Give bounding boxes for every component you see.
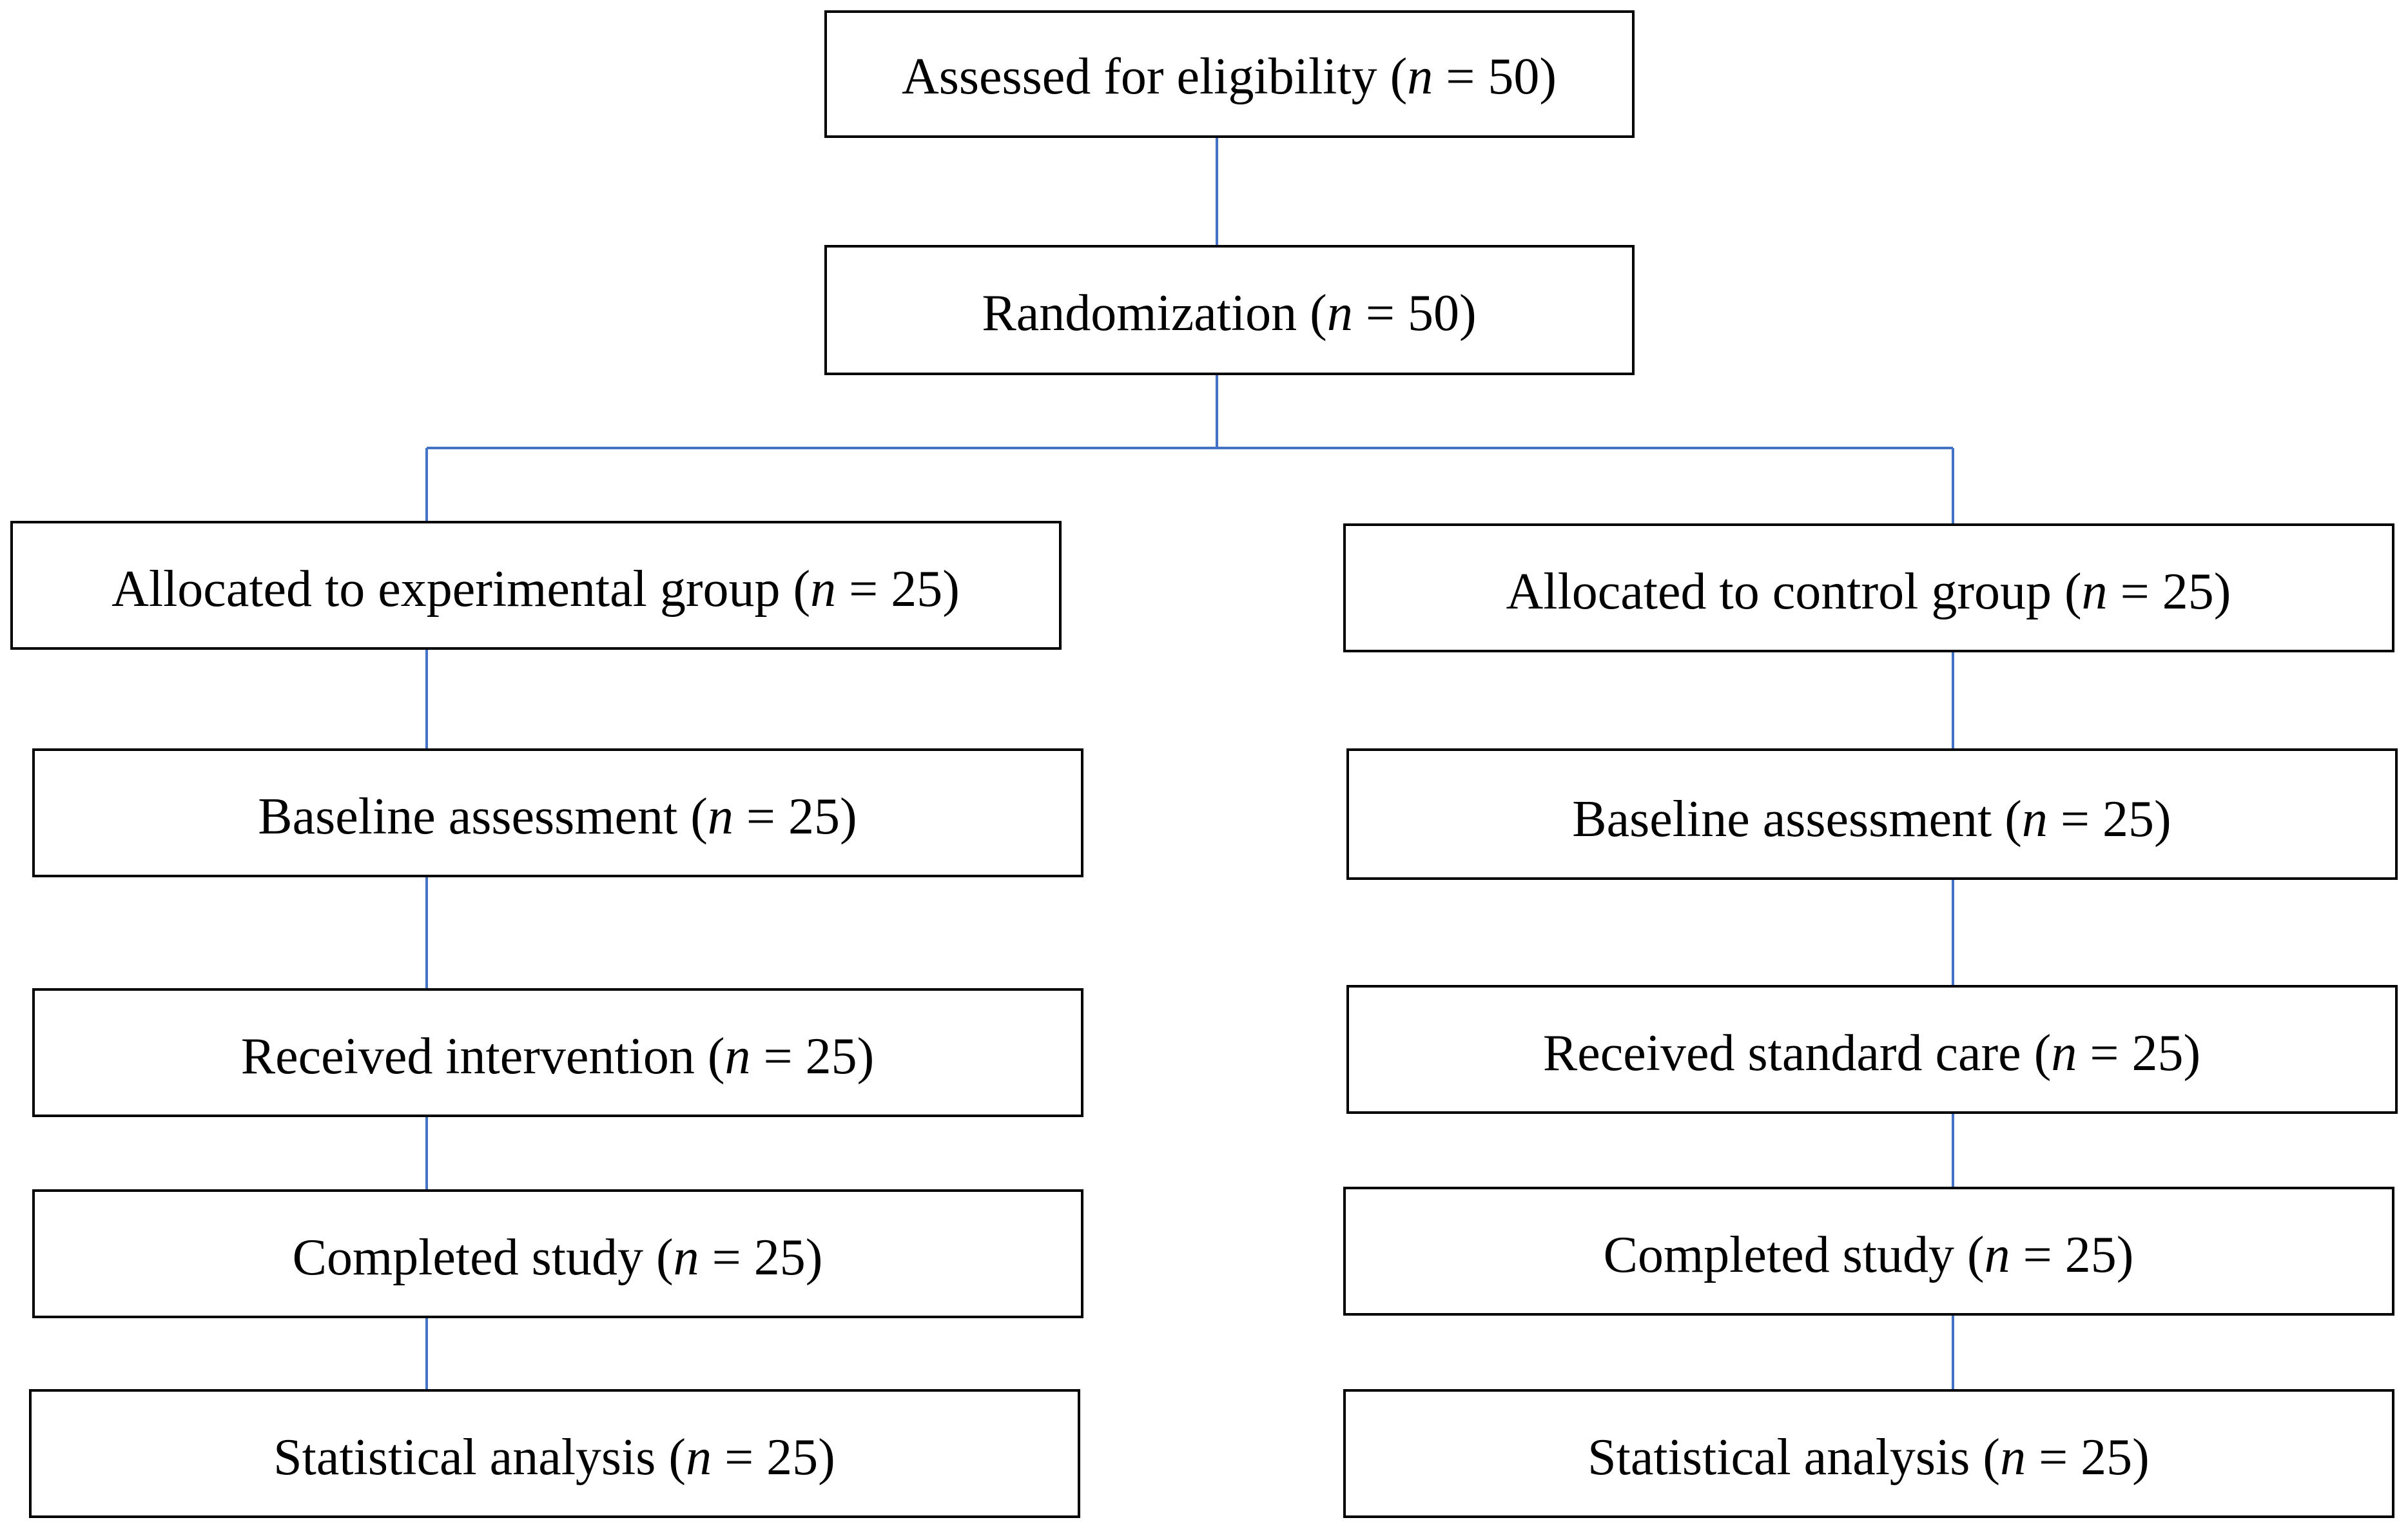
box-assessed: Assessed for eligibility (n = 50) <box>824 10 1635 138</box>
box-exp-baseline: Baseline assessment (n = 25) <box>32 748 1083 877</box>
box-assessed-text: Assessed for eligibility (n = 50) <box>902 48 1557 105</box>
box-ctl-completed: Completed study (n = 25) <box>1343 1187 2394 1316</box>
box-exp-completed-text: Completed study (n = 25) <box>293 1229 823 1286</box>
box-randomization: Randomization (n = 50) <box>824 245 1635 375</box>
box-ctl-baseline: Baseline assessment (n = 25) <box>1346 748 2398 880</box>
box-ctl-allocated-text: Allocated to control group (n = 25) <box>1506 563 2231 620</box>
box-exp-allocated: Allocated to experimental group (n = 25) <box>10 521 1062 650</box>
box-exp-intervention: Received intervention (n = 25) <box>32 988 1083 1117</box>
box-exp-completed: Completed study (n = 25) <box>32 1189 1083 1318</box>
connectors <box>425 137 1954 1390</box>
box-ctl-analysis-text: Statistical analysis (n = 25) <box>1588 1429 2150 1486</box>
box-exp-baseline-text: Baseline assessment (n = 25) <box>258 788 857 845</box>
box-ctl-care-text: Received standard care (n = 25) <box>1543 1025 2200 1082</box>
box-ctl-analysis: Statistical analysis (n = 25) <box>1343 1389 2394 1518</box>
box-exp-allocated-text: Allocated to experimental group (n = 25) <box>112 561 960 618</box>
box-ctl-baseline-text: Baseline assessment (n = 25) <box>1572 791 2171 848</box>
box-exp-analysis: Statistical analysis (n = 25) <box>29 1389 1080 1518</box>
box-exp-analysis-text: Statistical analysis (n = 25) <box>273 1429 835 1486</box>
box-ctl-completed-text: Completed study (n = 25) <box>1604 1227 2134 1283</box>
box-exp-intervention-text: Received intervention (n = 25) <box>241 1028 875 1085</box>
box-ctl-allocated: Allocated to control group (n = 25) <box>1343 523 2394 652</box>
box-ctl-care: Received standard care (n = 25) <box>1346 985 2398 1114</box>
box-randomization-text: Randomization (n = 50) <box>982 285 1476 342</box>
